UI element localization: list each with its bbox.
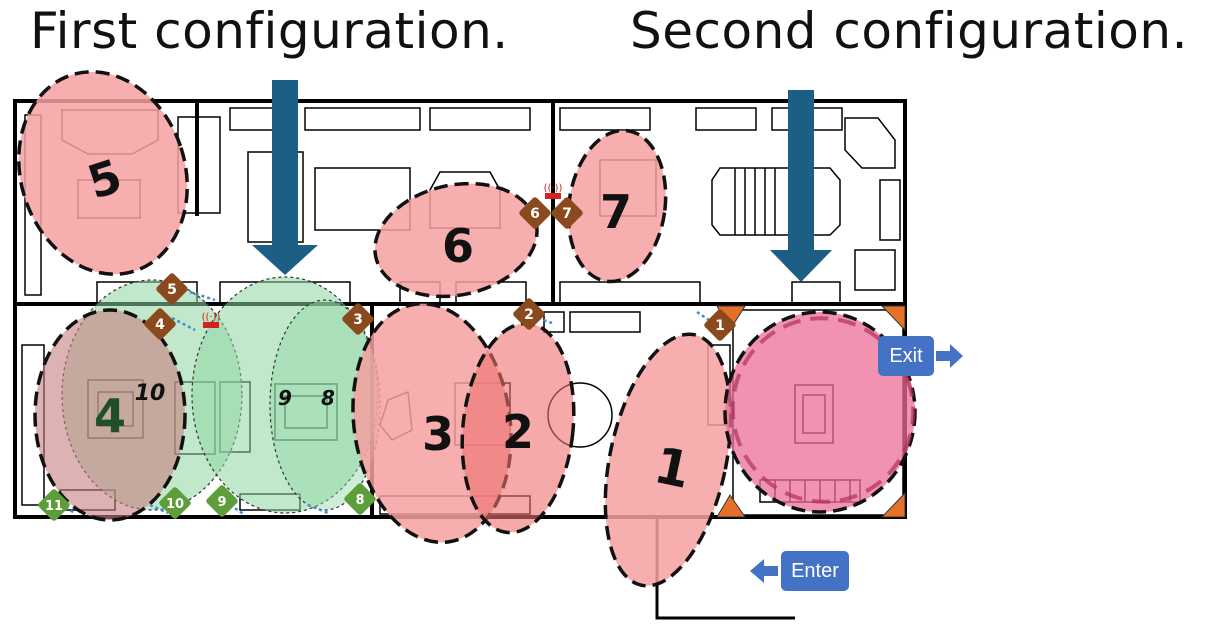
svg-text:7: 7 [562,206,572,222]
wifi-router-icon: ((·)) ((·)) [202,183,563,328]
sensor-badges-second: 8 9 10 11 [38,483,376,521]
enter-arrow [750,559,778,583]
svg-text:3: 3 [353,312,363,328]
svg-text:4: 4 [155,317,165,333]
sensor-badge-1: 1 [704,309,736,341]
zone-label-4: 4 [94,389,126,443]
zone-4-area [33,308,187,522]
sensor-badge-8: 8 [344,483,376,515]
first-config-title: First configuration. [30,2,509,60]
svg-text:((·)): ((·)) [202,312,221,323]
sensor-badge-2: 2 [513,298,545,330]
sensor-badge-4: 4 [144,308,176,340]
svg-text:2: 2 [524,307,534,323]
sensor-badge-11: 11 [38,489,70,521]
zone-label-7: 7 [600,185,632,239]
svg-text:((·)): ((·)) [544,183,563,194]
svg-text:5: 5 [167,282,177,298]
svg-text:8: 8 [355,493,364,508]
first-config-arrow [252,80,318,275]
svg-text:11: 11 [45,499,63,514]
svg-text:9: 9 [217,495,226,510]
zone-label-2: 2 [502,405,534,459]
sensor-badge-7: 7 [551,197,583,229]
door-markers [716,305,906,518]
exit-arrow [936,344,963,368]
svg-text:10: 10 [166,497,184,512]
enter-label: Enter [781,551,849,591]
zone-5-area [17,70,189,276]
second-config-title: Second configuration. [630,2,1188,60]
exit-zone [723,310,917,514]
zone-label-9: 9 [278,386,292,410]
sensor-badge-5: 5 [156,273,188,305]
red-zones [17,70,733,588]
zone-label-6: 6 [442,219,474,273]
zone-label-10: 10 [135,381,166,406]
svg-text:6: 6 [530,206,540,222]
flow-arrows [750,344,963,583]
sensor-badge-3: 3 [342,303,374,335]
sensor-badge-10: 10 [159,487,191,519]
zone-label-3: 3 [422,407,454,461]
sensor-badges-first: 1 2 3 4 5 6 7 [144,197,736,341]
sensor-badge-9: 9 [206,485,238,517]
config-arrows [252,80,832,282]
zone-labels: 1 2 3 4 5 6 7 8 9 10 [81,148,695,500]
zone-label-8: 8 [321,386,335,410]
zone-1-area [603,332,733,588]
exit-label: Exit [878,336,934,376]
sensor-badge-6: 6 [519,197,551,229]
svg-text:1: 1 [715,318,725,334]
second-config-arrow [770,90,832,282]
